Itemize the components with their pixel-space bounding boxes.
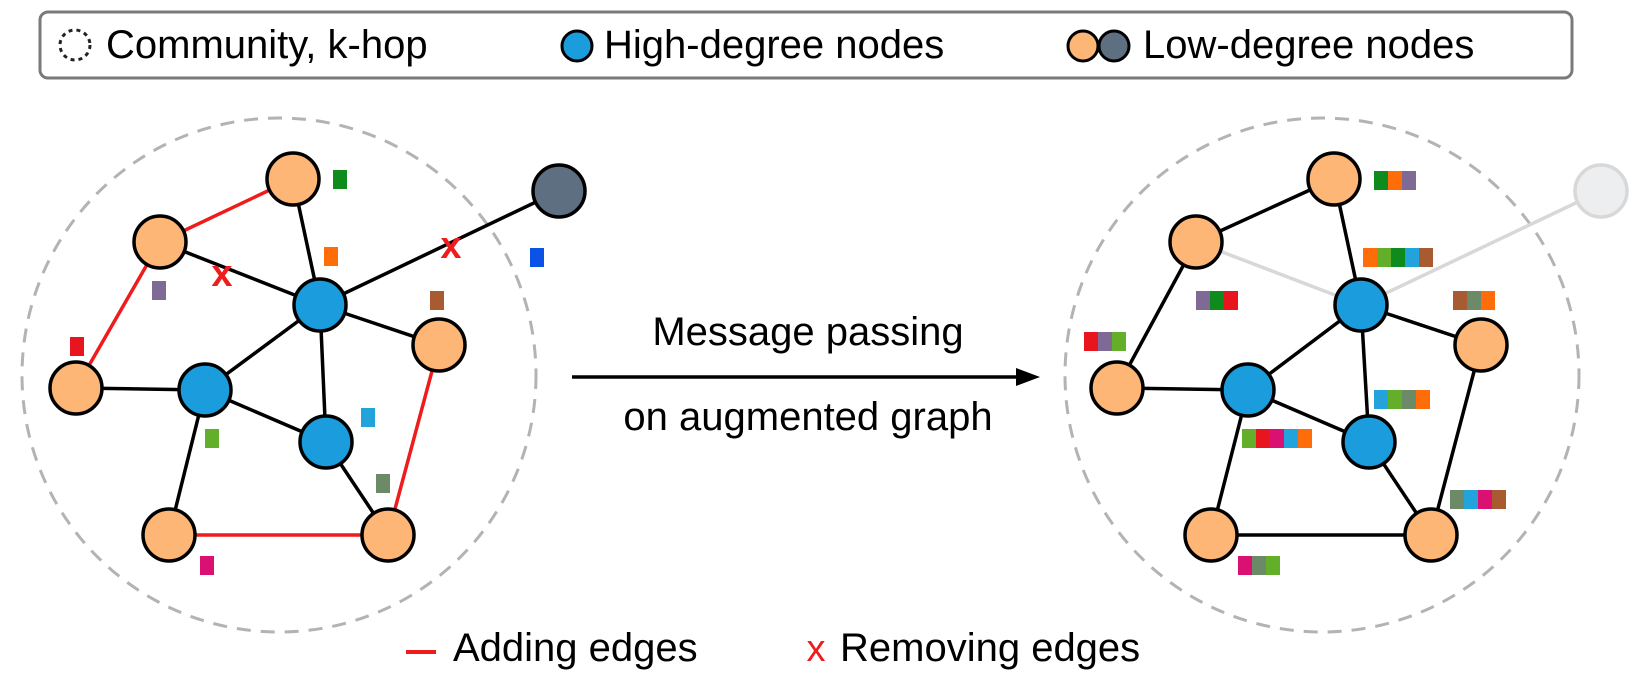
low-degree-node [265,151,321,207]
left-feature-squares [70,170,544,575]
right-graph [1063,116,1629,634]
community-legend-label: Community, k-hop [106,23,428,67]
faded-node [1573,163,1629,219]
arrow-head [1016,368,1040,386]
faded-edge [1194,240,1363,307]
feature-square [70,337,84,356]
feature-strip [1196,291,1238,310]
low-degree-node [1089,360,1145,416]
feature-square [530,248,544,267]
added-edge [74,240,162,390]
edge [1429,343,1483,537]
high-degree-node [1220,362,1276,418]
feature-square [376,474,390,493]
right-community-circle [1063,116,1581,634]
feature-square [152,281,166,300]
left-community-circle [20,116,538,634]
arrow-label-line2: on augmented graph [623,395,992,439]
feature-strip [1374,171,1416,190]
feature-square [205,429,219,448]
high-degree-node [292,277,348,333]
feature-strip [1453,291,1495,310]
edge [318,189,561,307]
feature-strip [1238,556,1280,575]
feature-strip [1450,490,1506,509]
feature-strip [1242,429,1312,448]
bottom-legend: Adding edges x Removing edges [406,626,1140,670]
feature-strip [1084,332,1126,351]
right-nodes [1089,151,1629,563]
low-degree-gray-legend-icon [1097,29,1131,63]
adding-edges-legend-label: Adding edges [453,626,698,670]
low-degree-node [1403,507,1459,563]
low-degree-node [360,507,416,563]
high-degree-legend-icon [560,29,594,63]
added-edge [386,343,441,537]
community-legend-icon [58,28,92,62]
high-degree-node [298,414,354,470]
low-degree-node [141,507,197,563]
feature-strip [1374,390,1430,409]
low-degree-node [1183,507,1239,563]
high-degree-node [1341,414,1397,470]
feature-square [200,556,214,575]
low-degree-orange-legend-icon [1066,29,1100,63]
outside-low-degree-node [531,163,587,219]
low-degree-node [411,317,467,373]
removed-edge-mark: x [440,225,461,267]
low-degree-node [1306,151,1362,207]
edge [158,240,322,307]
high-degree-node [177,362,233,418]
left-nodes [48,151,587,563]
right-feature-strips [1084,171,1506,575]
low-degree-legend-label: Low-degree nodes [1143,23,1474,67]
removing-edges-legend-label: Removing edges [840,626,1140,670]
feature-square [333,170,347,189]
faded-edge [1359,189,1603,307]
feature-square [430,291,444,310]
top-legend-frame [38,10,1574,80]
feature-strip [1363,248,1433,267]
high-degree-node [1333,277,1389,333]
high-degree-legend-label: High-degree nodes [604,23,944,67]
message-passing-arrow: Message passing on augmented graph [572,310,1040,439]
low-degree-node [1168,214,1224,270]
feature-square [324,247,338,266]
removed-edge-mark: x [211,253,232,295]
removing-edges-legend-icon: x [807,628,826,670]
low-degree-node [132,214,188,270]
low-degree-node [1453,317,1509,373]
low-degree-node [48,360,104,416]
feature-square [361,408,375,427]
left-graph: x x [20,116,587,634]
arrow-label-line1: Message passing [652,310,963,354]
top-legend: Community, k-hop High-degree nodes Low-d… [38,10,1574,80]
